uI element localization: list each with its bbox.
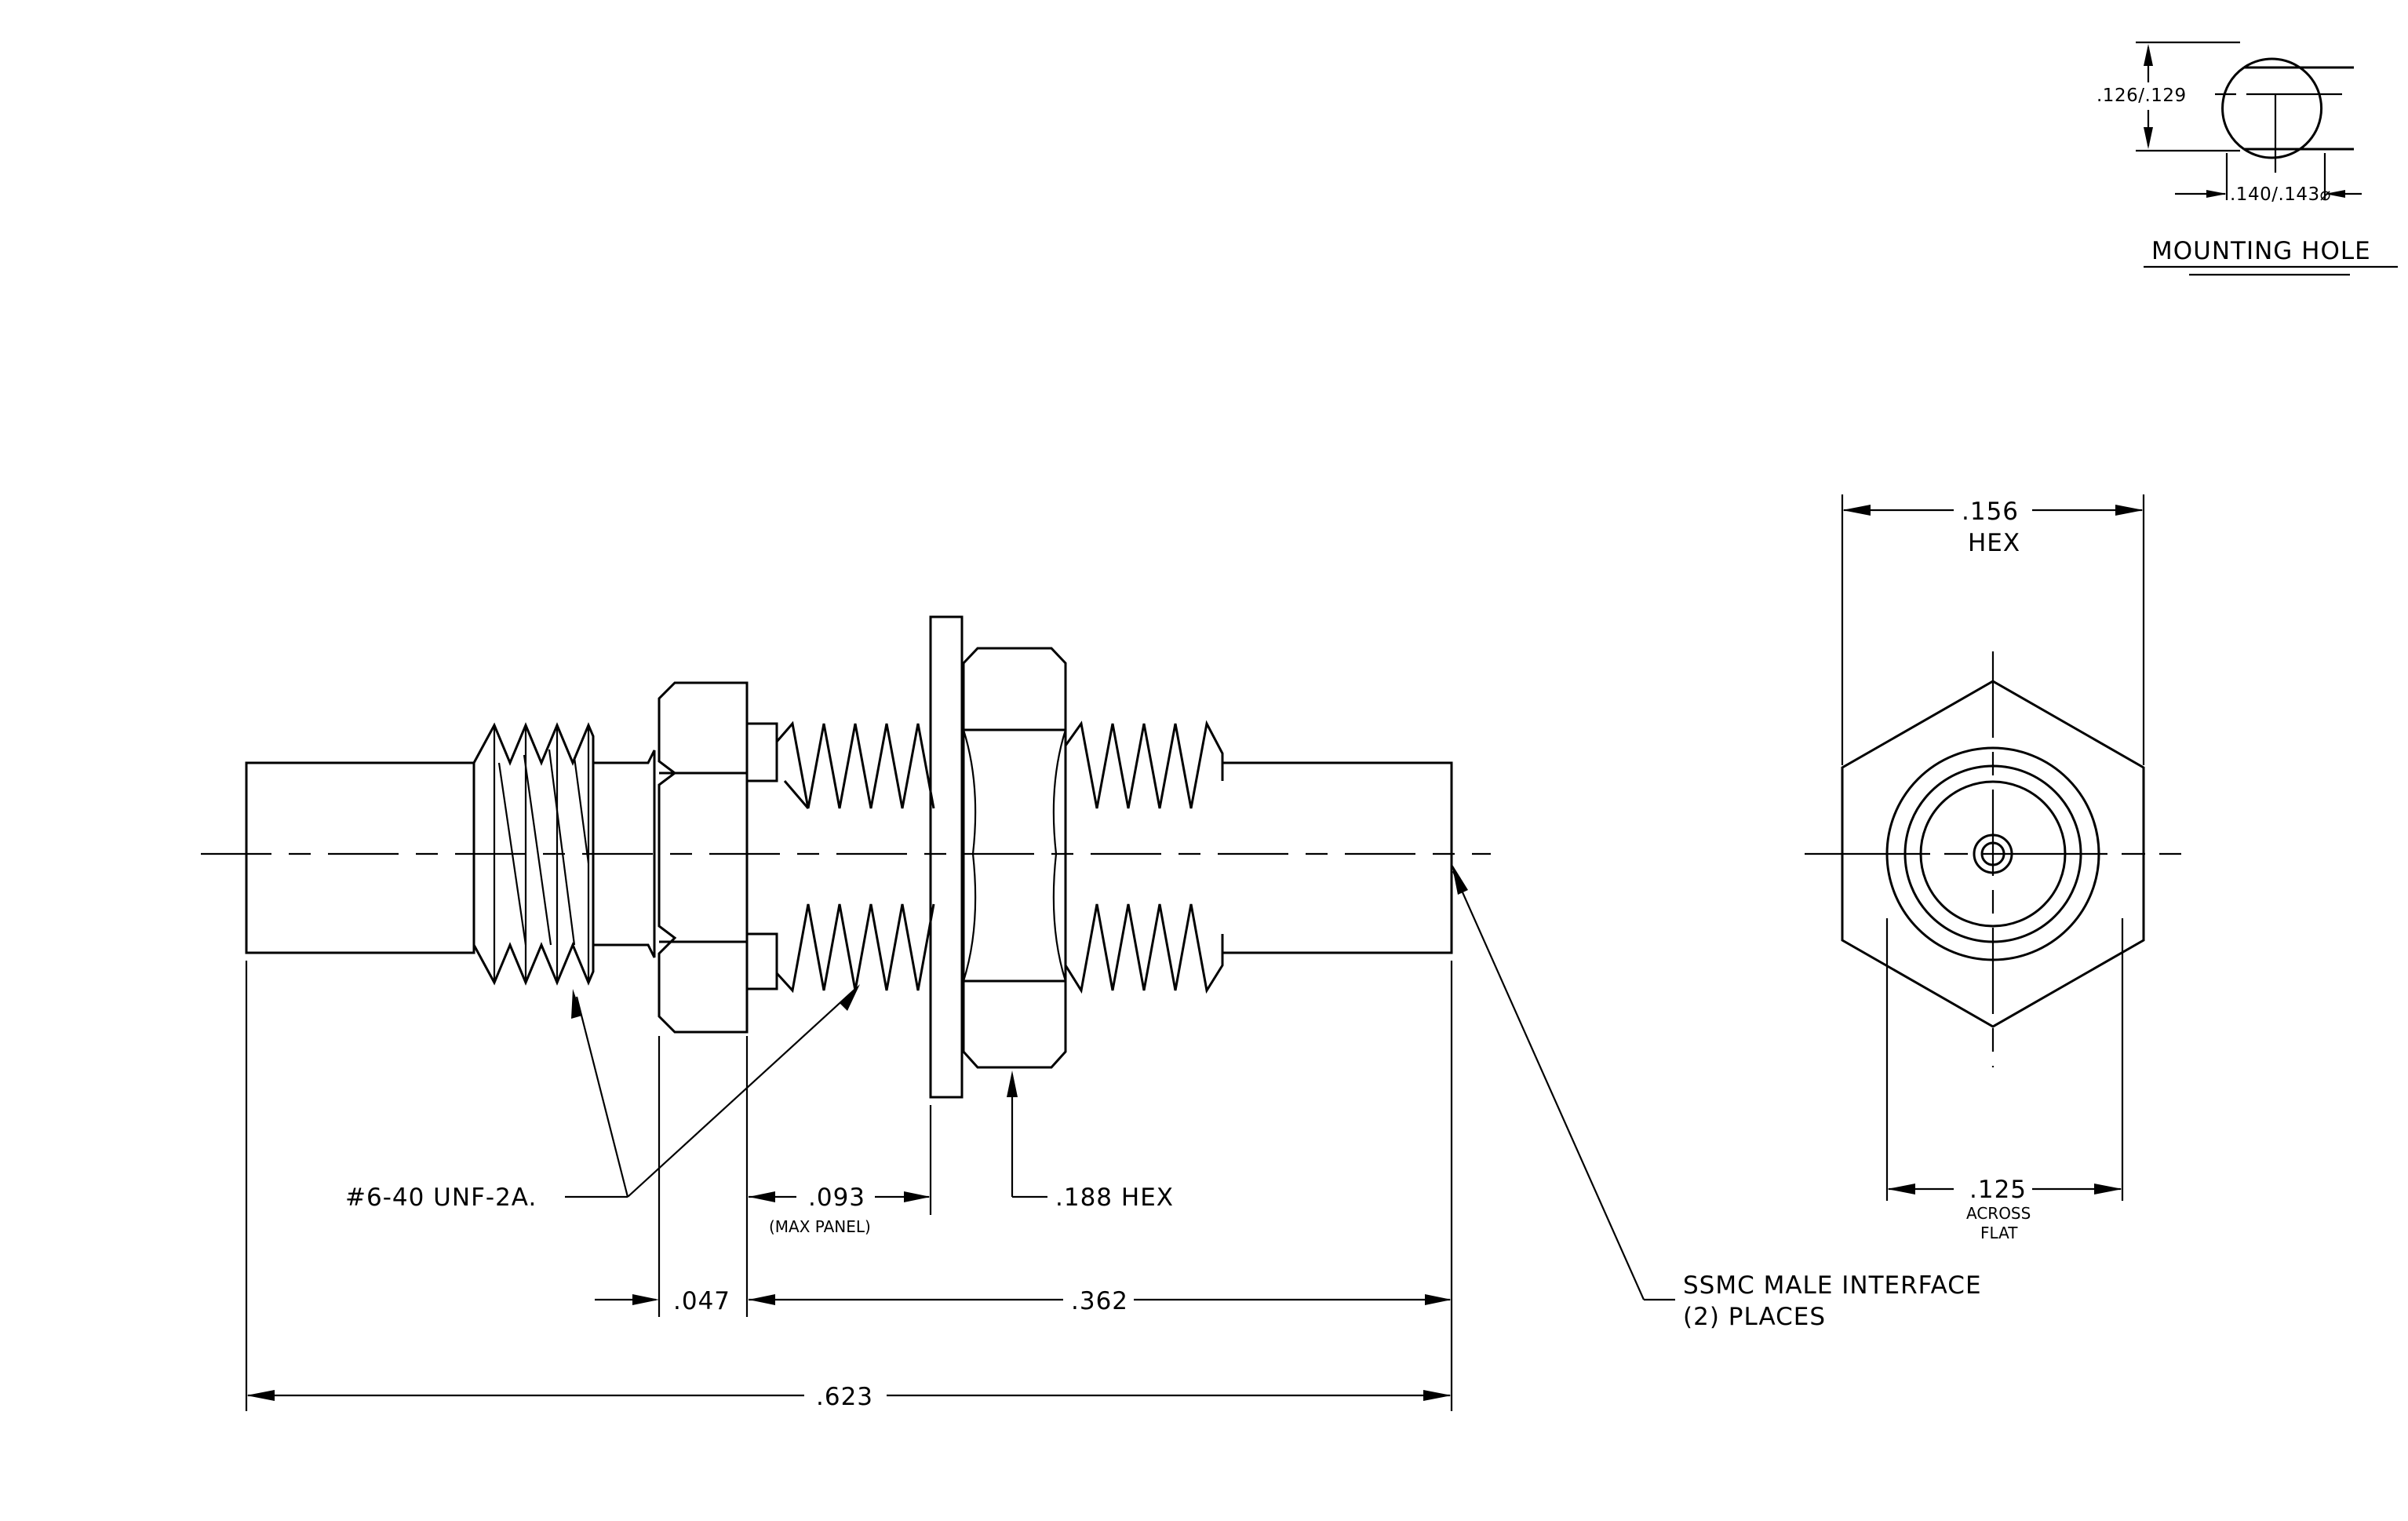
flat-label-1: ACROSS bbox=[1966, 1204, 2031, 1223]
panel-note: (MAX PANEL) bbox=[769, 1217, 871, 1236]
overall-dim: .623 bbox=[816, 1383, 873, 1411]
left-plug-body bbox=[245, 761, 475, 954]
right-plug-body bbox=[1222, 761, 1453, 954]
mh-title: MOUNTING HOLE bbox=[2151, 237, 2371, 265]
hex-dim: .156 bbox=[1962, 498, 2019, 526]
step-dim: .047 bbox=[673, 1287, 730, 1315]
hex-label: HEX bbox=[1968, 529, 2020, 557]
contact-inner bbox=[1980, 841, 2005, 866]
hex-inscribed-circle bbox=[1885, 746, 2100, 961]
hex-outline bbox=[1841, 680, 2145, 1028]
panel-dim: .093 bbox=[808, 1184, 865, 1212]
right-hex-nut bbox=[962, 647, 1067, 1069]
flat-dim: .125 bbox=[1969, 1176, 2027, 1204]
mounting-hole-detail bbox=[2136, 41, 2398, 276]
inner-ring bbox=[1919, 780, 2067, 928]
hex-nut-callout: .188 HEX bbox=[1055, 1184, 1174, 1212]
side-dimensions bbox=[245, 863, 1675, 1411]
body-dim: .362 bbox=[1071, 1287, 1128, 1315]
interface-note-line2: (2) PLACES bbox=[1683, 1303, 1826, 1331]
outer-ring bbox=[1903, 764, 2082, 943]
connector-side-view bbox=[201, 615, 1491, 1099]
flat-label-2: FLAT bbox=[1980, 1224, 2018, 1242]
thread-callout: #6-40 UNF-2A. bbox=[345, 1184, 537, 1212]
left-hex-nut bbox=[658, 681, 749, 1034]
connector-end-view bbox=[1805, 494, 2181, 1201]
panel-washer bbox=[929, 615, 964, 1099]
mh-dia-dim: .140/.143⌀ bbox=[2230, 184, 2331, 205]
contact-outer bbox=[1973, 833, 2013, 874]
interface-note-line1: SSMC MALE INTERFACE bbox=[1683, 1271, 1982, 1300]
mh-flat-dim: .126/.129 bbox=[2097, 86, 2187, 106]
